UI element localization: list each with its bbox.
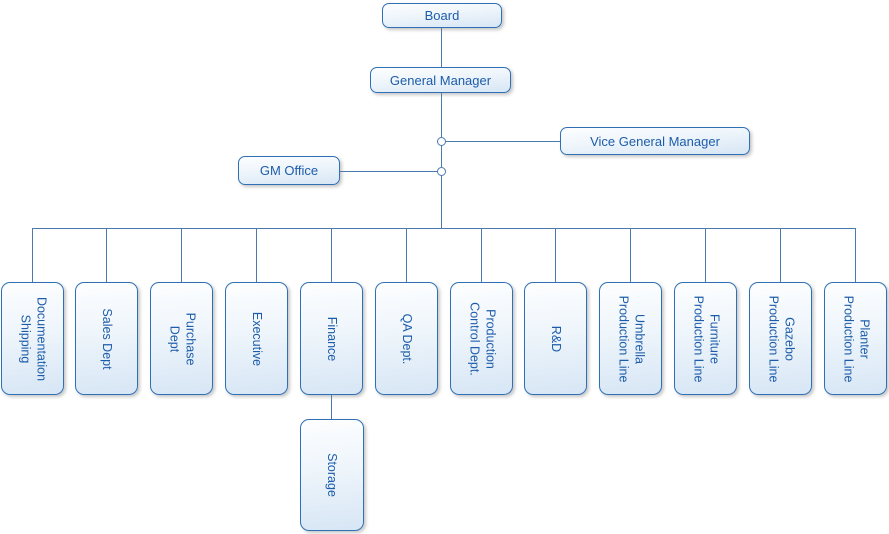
node-executive-label: Executive — [249, 311, 264, 366]
connector-bus — [32, 228, 856, 229]
node-vice-general-manager-label: Vice General Manager — [590, 133, 720, 149]
connector-drop-5 — [331, 228, 332, 282]
node-planter-production-line-label: Planter Production Line — [840, 295, 871, 382]
node-general-manager[interactable]: General Manager — [370, 67, 511, 93]
connector-drop-3 — [181, 228, 182, 282]
node-sales-dept-label: Sales Dept — [99, 307, 114, 370]
node-storage-label: Storage — [325, 453, 340, 497]
connector-finance-storage — [331, 395, 332, 419]
node-gazebo-production-line[interactable]: Gazebo Production Line — [749, 282, 812, 395]
connector-drop-12 — [855, 228, 856, 282]
node-finance[interactable]: Finance — [300, 282, 363, 395]
node-qa-dept[interactable]: QA Dept. — [375, 282, 438, 395]
connector-gm-bus — [441, 93, 442, 228]
node-purchase-dept[interactable]: Purchase Dept — [150, 282, 213, 395]
junction-dot-vgm — [437, 137, 446, 146]
node-vice-general-manager[interactable]: Vice General Manager — [560, 127, 750, 155]
connector-drop-4 — [256, 228, 257, 282]
node-board[interactable]: Board — [382, 3, 502, 28]
connector-drop-8 — [555, 228, 556, 282]
connector-board-gm — [441, 28, 442, 67]
connector-drop-2 — [106, 228, 107, 282]
node-board-label: Board — [424, 8, 460, 23]
node-umbrella-production-line[interactable]: Umbrella Production Line — [599, 282, 662, 395]
connector-drop-6 — [406, 228, 407, 282]
node-rd-label: R&D — [548, 325, 563, 352]
node-production-control-dept[interactable]: Production Control Dept. — [450, 282, 513, 395]
node-furniture-production-line-label: Furniture Production Line — [690, 295, 721, 382]
node-qa-dept-label: QA Dept. — [399, 313, 414, 364]
node-rd[interactable]: R&D — [524, 282, 587, 395]
node-planter-production-line[interactable]: Planter Production Line — [824, 282, 887, 395]
node-gm-office[interactable]: GM Office — [238, 156, 340, 185]
node-executive[interactable]: Executive — [225, 282, 288, 395]
node-gm-office-label: GM Office — [259, 163, 319, 178]
node-documentation-shipping[interactable]: Documentation Shipping — [1, 282, 64, 395]
node-gazebo-production-line-label: Gazebo Production Line — [765, 295, 796, 382]
node-umbrella-production-line-label: Umbrella Production Line — [615, 295, 646, 382]
node-sales-dept[interactable]: Sales Dept — [75, 282, 138, 395]
node-storage[interactable]: Storage — [300, 419, 364, 531]
connector-vice-general-manager — [441, 141, 560, 142]
connector-drop-7 — [481, 228, 482, 282]
node-purchase-dept-label: Purchase Dept — [166, 312, 197, 365]
connector-drop-10 — [705, 228, 706, 282]
node-production-control-dept-label: Production Control Dept. — [466, 301, 497, 376]
connector-gm-office — [340, 171, 441, 172]
node-finance-label: Finance — [324, 316, 339, 361]
connector-drop-1 — [32, 228, 33, 282]
connector-drop-9 — [630, 228, 631, 282]
node-general-manager-label: General Manager — [389, 72, 492, 88]
junction-dot-gm-office — [437, 167, 446, 176]
node-documentation-shipping-label: Documentation Shipping — [17, 296, 48, 381]
connector-drop-11 — [780, 228, 781, 282]
node-furniture-production-line[interactable]: Furniture Production Line — [674, 282, 737, 395]
